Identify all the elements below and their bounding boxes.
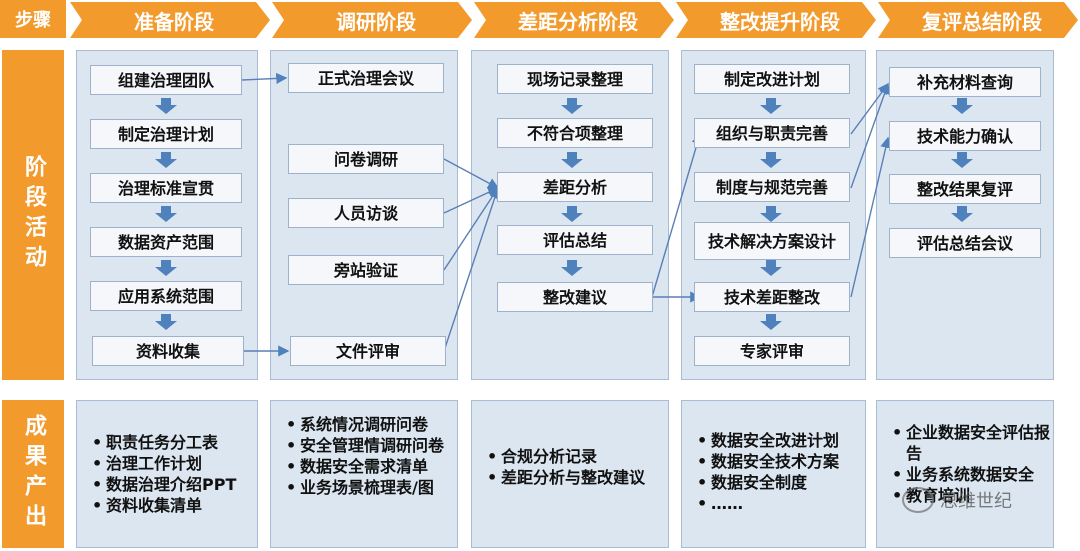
- activity-box: 正式治理会议: [288, 63, 444, 93]
- activity-box: 专家评审: [694, 336, 850, 366]
- output-item: 数据安全改进计划: [697, 430, 865, 451]
- output-list-research: 系统情况调研问卷 安全管理情调研问卷 数据安全需求清单 业务场景梳理表/图: [278, 414, 456, 498]
- activity-box: 不符合项整理: [497, 118, 653, 148]
- down-arrow: [760, 98, 782, 114]
- activity-box: 资料收集: [92, 336, 244, 366]
- output-item: 数据安全技术方案: [697, 451, 865, 472]
- output-item: 数据安全制度: [697, 472, 865, 493]
- activity-box: 整改建议: [497, 282, 653, 312]
- output-item: 治理工作计划: [92, 453, 256, 474]
- activity-box: 技术解决方案设计: [694, 222, 850, 260]
- phase-review-chevron: 复评总结阶段: [878, 2, 1078, 38]
- phase-gap-chevron: 差距分析阶段: [474, 2, 674, 38]
- activity-box: 制定治理计划: [90, 119, 242, 149]
- down-arrow: [155, 206, 177, 222]
- connector-line: [850, 82, 890, 189]
- down-arrow: [155, 152, 177, 168]
- down-arrow: [951, 98, 973, 114]
- activity-box: 问卷调研: [288, 144, 444, 174]
- output-item: 数据治理介绍PPT: [92, 474, 256, 495]
- output-item: 数据安全需求清单: [286, 456, 456, 477]
- output-item: 合规分析记录: [487, 446, 667, 467]
- down-arrow: [760, 260, 782, 276]
- activity-box: 补充材料查询: [889, 67, 1041, 97]
- activity-box: 评估总结: [497, 225, 653, 255]
- activity-box: 数据资产范围: [90, 227, 242, 257]
- phase-research-chevron: 调研阶段: [272, 2, 472, 38]
- output-item: 资料收集清单: [92, 495, 256, 516]
- connector-lines: [241, 72, 892, 357]
- down-arrow: [951, 206, 973, 222]
- down-arrow: [561, 260, 583, 276]
- activity-box: 旁站验证: [288, 255, 444, 285]
- activity-box: 差距分析: [497, 172, 653, 202]
- down-arrow: [951, 152, 973, 168]
- activity-box: 技术能力确认: [889, 121, 1041, 151]
- phase-rectify-chevron: 整改提升阶段: [676, 2, 876, 38]
- activity-box: 整改结果复评: [889, 174, 1041, 204]
- connector-line: [241, 72, 288, 85]
- down-arrow: [561, 206, 583, 222]
- down-arrow: [155, 260, 177, 276]
- side-outputs-label: 成果产出: [2, 400, 64, 548]
- down-arrow: [155, 98, 177, 114]
- output-list-gap: 合规分析记录 差距分析与整改建议: [479, 446, 667, 488]
- down-arrow: [760, 152, 782, 168]
- activity-box: 组建治理团队: [90, 65, 242, 95]
- output-item: 企业数据安全评估报告: [892, 422, 1052, 464]
- activity-box: 应用系统范围: [90, 281, 242, 311]
- connector-line: [850, 136, 892, 298]
- activity-box: 治理标准宣贯: [90, 173, 242, 203]
- step-header: 步骤: [0, 0, 66, 38]
- down-arrow: [760, 314, 782, 330]
- connector-line: [443, 158, 500, 189]
- activity-box: 文件评审: [290, 336, 446, 366]
- watermark: 思维世纪: [902, 487, 1012, 513]
- down-arrow: [561, 98, 583, 114]
- side-activities-label: 阶段活动: [2, 50, 64, 380]
- output-list-prep: 职责任务分工表 治理工作计划 数据治理介绍PPT 资料收集清单: [84, 432, 256, 516]
- activity-box: 制定改进计划: [694, 64, 850, 94]
- output-list-review: 企业数据安全评估报告 业务系统数据安全 教育培训: [884, 422, 1052, 506]
- wechat-logo-icon: [902, 487, 934, 513]
- activity-box: 人员访谈: [288, 198, 444, 228]
- output-item: 系统情况调研问卷: [286, 414, 456, 435]
- watermark-text: 思维世纪: [940, 491, 1012, 512]
- activity-box: 制度与规范完善: [694, 172, 850, 202]
- output-item: 业务系统数据安全: [892, 464, 1052, 485]
- connector-line: [443, 186, 501, 352]
- down-arrow: [155, 314, 177, 330]
- activity-box: 现场记录整理: [497, 64, 653, 94]
- output-item: 安全管理情调研问卷: [286, 435, 456, 456]
- output-item: 差距分析与整改建议: [487, 467, 667, 488]
- down-arrow: [760, 206, 782, 222]
- connector-line: [651, 132, 703, 298]
- output-item: 职责任务分工表: [92, 432, 256, 453]
- output-list-rectify: 数据安全改进计划 数据安全技术方案 数据安全制度 ……: [689, 430, 865, 514]
- down-arrow: [561, 152, 583, 168]
- connector-line: [850, 82, 889, 135]
- output-item: ……: [697, 493, 865, 514]
- phase-prep-chevron: 准备阶段: [70, 2, 270, 38]
- activity-box: 技术差距整改: [694, 282, 850, 312]
- connector-line: [443, 186, 499, 271]
- vertical-block-arrows: [155, 98, 973, 330]
- output-item: 业务场景梳理表/图: [286, 477, 456, 498]
- activity-box: 评估总结会议: [889, 228, 1041, 258]
- activity-box: 组织与职责完善: [694, 118, 850, 148]
